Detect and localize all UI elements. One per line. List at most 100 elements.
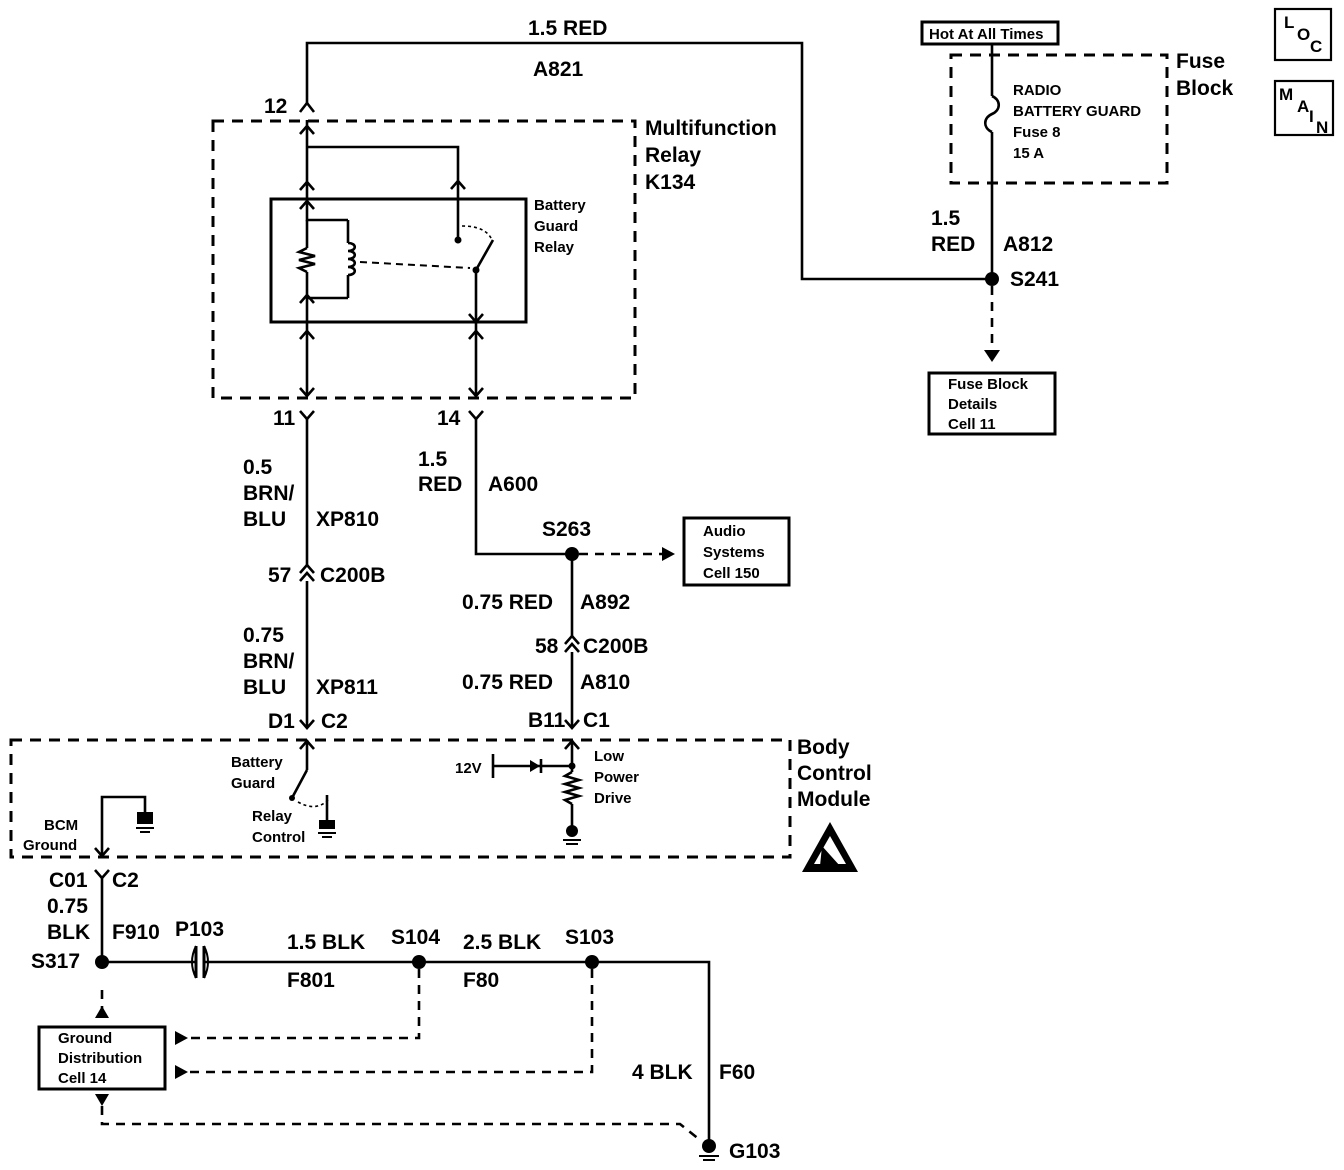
svg-text:N: N xyxy=(1316,118,1328,137)
splice-s104-label: S104 xyxy=(391,926,440,949)
wire-f60-gauge: 4 BLK xyxy=(632,1061,693,1084)
bcm-ground-path xyxy=(94,795,154,858)
wire-a810-gauge: 0.75 RED xyxy=(462,671,553,694)
relay-internal-wiring xyxy=(269,120,528,398)
main-button[interactable]: M A I N xyxy=(1273,79,1335,137)
wire-a821-gauge: 1.5 RED xyxy=(528,17,607,40)
wire-f801-gauge: 1.5 BLK xyxy=(287,931,365,954)
loc-button[interactable]: L O C xyxy=(1273,7,1333,62)
ground-dist-2: Distribution xyxy=(58,1050,142,1067)
bcm-relay-control-2: Control xyxy=(252,829,305,846)
wire-a812-circuit: A812 xyxy=(1003,233,1053,256)
svg-text:C: C xyxy=(1310,37,1322,56)
relay-inner-1: Battery xyxy=(534,197,586,214)
relay-inner-3: Relay xyxy=(534,239,575,256)
wire-a821-circuit: A821 xyxy=(533,58,584,81)
esd-warning-icon xyxy=(802,822,858,872)
ground-pin-c01: C01 xyxy=(49,869,88,892)
relay-title-3: K134 xyxy=(645,171,696,194)
wire-xp810-color-2: BLU xyxy=(243,508,286,531)
relay-pin-11: 11 xyxy=(273,407,296,430)
connector-c200b-left: C200B xyxy=(320,564,385,587)
connector-c200b-right: C200B xyxy=(583,635,648,658)
audio-3: Cell 150 xyxy=(703,565,760,582)
bcm-ground-icon xyxy=(136,812,154,833)
splice-s317-label: S317 xyxy=(31,950,80,973)
wire-a821 xyxy=(298,41,992,281)
p103-label: P103 xyxy=(175,918,224,941)
audio-2: Systems xyxy=(703,544,765,561)
wire-a600-color: RED xyxy=(418,473,462,496)
bcm-low-power-1: Low xyxy=(594,748,624,765)
wire-a810-circuit: A810 xyxy=(580,671,630,694)
wire-xp810-xp811 xyxy=(299,410,315,730)
fuse-details-arrow xyxy=(984,350,1000,362)
fuse-details-1: Fuse Block xyxy=(948,376,1029,393)
wire-f801-f80-f60 xyxy=(102,945,711,1140)
wire-xp810-gauge: 0.5 xyxy=(243,456,273,479)
bcm-low-power-2: Power xyxy=(594,769,639,786)
connector-57-pin: 57 xyxy=(268,564,291,587)
wire-xp811-gauge: 0.75 xyxy=(243,624,284,647)
bcm-battery-guard-1: Battery xyxy=(231,754,283,771)
svg-text:M: M xyxy=(1279,85,1293,104)
ground-distribution-dashed-leads xyxy=(95,969,701,1142)
relay-inner-2: Guard xyxy=(534,218,578,235)
bcm-outline xyxy=(9,738,792,859)
fuse-label-2: BATTERY GUARD xyxy=(1013,103,1141,120)
bcm-12v: 12V xyxy=(455,760,482,777)
hot-at-all-times-label: Hot At All Times xyxy=(929,26,1043,43)
fuse-block-title-1: Fuse xyxy=(1176,50,1225,73)
bcm-low-power-3: Drive xyxy=(594,790,632,807)
battery-guard-relay-box xyxy=(269,197,528,324)
svg-text:O: O xyxy=(1297,25,1310,44)
wire-f910-color: BLK xyxy=(47,921,90,944)
relay-pin-12: 12 xyxy=(264,95,287,118)
fuse-label-4: 15 A xyxy=(1013,145,1044,162)
audio-arrow xyxy=(662,547,675,561)
splice-s263 xyxy=(565,547,579,561)
relay-title-2: Relay xyxy=(645,144,701,167)
bcm-ground-2: Ground xyxy=(23,837,77,854)
splice-s263-label: S263 xyxy=(542,518,591,541)
fuse-label-1: RADIO xyxy=(1013,82,1062,99)
wire-f801-circuit: F801 xyxy=(287,969,335,992)
splice-s103-label: S103 xyxy=(565,926,614,949)
bcm-relay-control-1: Relay xyxy=(252,808,293,825)
bcm-pin-d1: D1 xyxy=(268,710,295,733)
ground-dist-3: Cell 14 xyxy=(58,1070,107,1087)
wire-a892-gauge: 0.75 RED xyxy=(462,591,553,614)
bcm-ground-1: BCM xyxy=(44,817,78,834)
bcm-title-1: Body xyxy=(797,736,850,759)
wire-f80-circuit: F80 xyxy=(463,969,499,992)
connector-58-pin: 58 xyxy=(535,635,559,658)
fuse-details-2: Details xyxy=(948,396,997,413)
audio-1: Audio xyxy=(703,523,746,540)
ground-g103-label: G103 xyxy=(729,1140,780,1163)
wire-xp810-circuit: XP810 xyxy=(316,508,379,531)
bcm-title-3: Module xyxy=(797,788,871,811)
splice-s241 xyxy=(985,272,999,286)
wire-xp811-circuit: XP811 xyxy=(316,676,378,699)
low-power-ground-icon xyxy=(563,825,581,845)
svg-text:I: I xyxy=(1309,107,1314,126)
svg-text:L: L xyxy=(1284,13,1294,32)
ground-g103-icon xyxy=(699,1139,719,1161)
splice-s103 xyxy=(585,955,599,969)
fuse-symbol xyxy=(983,44,1001,279)
splice-s104 xyxy=(412,955,426,969)
wire-a600-a892-a810 xyxy=(468,410,580,730)
battery-guard-relay-control xyxy=(289,739,336,838)
wire-f910-circuit: F910 xyxy=(112,921,160,944)
fuse-details-box xyxy=(927,371,1057,436)
wire-a812-color: RED xyxy=(931,233,975,256)
wire-a600-circuit: A600 xyxy=(488,473,538,496)
fuse-details-3: Cell 11 xyxy=(948,416,996,433)
fuse-block-title-2: Block xyxy=(1176,77,1234,100)
wire-a812-gauge: 1.5 xyxy=(931,207,961,230)
low-power-drive xyxy=(491,739,584,845)
bcm-title-2: Control xyxy=(797,762,872,785)
wire-f60-circuit: F60 xyxy=(719,1061,755,1084)
fuse-label-3: Fuse 8 xyxy=(1013,124,1061,141)
